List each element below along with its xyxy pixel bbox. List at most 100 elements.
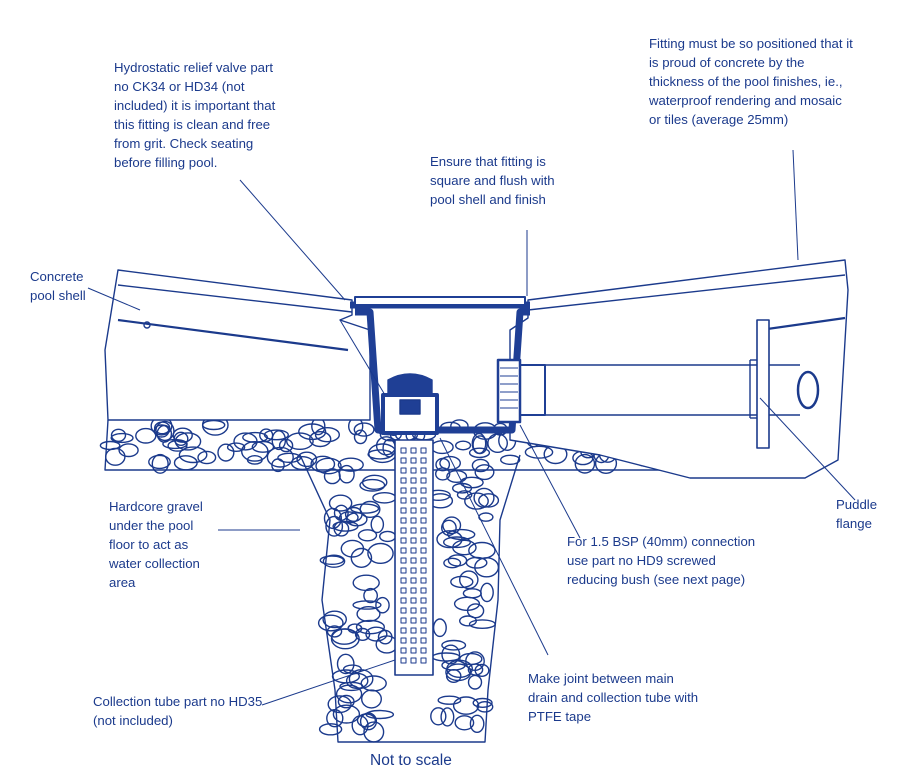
finish-line-right [527, 274, 846, 311]
gravel-stone [468, 619, 496, 629]
gravel-stone [360, 675, 387, 692]
finish-line-left [117, 284, 353, 313]
tube-hole [420, 567, 427, 574]
gravel-stone [472, 435, 488, 455]
gravel-stone [367, 449, 394, 460]
gravel-stone [443, 557, 462, 569]
gravel-stone [317, 614, 344, 632]
gravel-stone [105, 447, 126, 466]
gravel-stone [153, 424, 170, 438]
tube-hole [400, 537, 407, 544]
gravel-stone [500, 454, 521, 465]
tube-hole [400, 607, 407, 614]
rebar-dot-left [143, 321, 151, 329]
gravel-stone [325, 515, 344, 537]
label-line: Hardcore gravel [109, 499, 203, 514]
tube-hole [400, 457, 407, 464]
tube-hole [420, 467, 427, 474]
tube-hole [410, 607, 417, 614]
label-line: area [109, 575, 136, 590]
gravel-stone [310, 455, 336, 473]
gravel-stone [357, 529, 378, 542]
gravel-stone [442, 516, 462, 535]
gravel-stone [474, 464, 495, 481]
gravel-stone [465, 556, 488, 569]
gravel-stone [459, 652, 483, 666]
label-line: use part no HD9 screwed [567, 553, 716, 568]
tube-hole [420, 597, 427, 604]
gravel-stone [331, 669, 360, 684]
gravel-stone [342, 664, 362, 675]
label-line: waterproof rendering and mosaic [649, 93, 842, 108]
tube-hole [420, 587, 427, 594]
gravel-stone [319, 555, 345, 566]
gravel-stone [480, 582, 494, 603]
outlet-pipe-end [796, 370, 820, 410]
gravel-stone [363, 721, 385, 743]
tube-hole [420, 517, 427, 524]
label-line: Concrete [30, 269, 84, 284]
label-line: drain and collection tube with [528, 690, 699, 705]
gravel-stone [350, 503, 380, 514]
label-line: (not included) [93, 713, 173, 728]
tube-hole [410, 647, 417, 654]
gravel-stone [524, 445, 554, 459]
gravel-stone [469, 714, 485, 733]
gravel-stone [450, 575, 474, 589]
tube-hole [400, 507, 407, 514]
tube-hole [400, 547, 407, 554]
label-line: pool shell and finish [430, 192, 546, 207]
gravel-stone [322, 554, 346, 568]
tube-hole [420, 507, 427, 514]
gravel-stone [355, 619, 385, 635]
gravel-stone [356, 606, 381, 623]
tube-holes [400, 447, 427, 664]
gravel-stone [439, 455, 461, 471]
outlet-socket [496, 358, 522, 424]
tube-hole [400, 577, 407, 584]
tube-hole [420, 627, 427, 634]
gravel-stone [447, 528, 476, 541]
gravel-stone [437, 695, 462, 705]
gravel-stone [337, 457, 364, 472]
label-collection-tube: Collection tube part no HD35(not include… [93, 692, 262, 730]
gravel-stone [445, 669, 462, 684]
gravel-stone [359, 500, 381, 519]
tube-hole [400, 467, 407, 474]
gravel-stone [278, 438, 294, 453]
tube-hole [400, 627, 407, 634]
rebar-left [117, 318, 349, 352]
tube-hole [420, 557, 427, 564]
gravel-stone [347, 623, 363, 634]
tube-hole [410, 467, 417, 474]
tube-hole [410, 507, 417, 514]
gravel-stone [296, 451, 318, 468]
gravel-stone [353, 422, 375, 437]
gravel-stone [352, 600, 382, 610]
gravel-stone [435, 457, 451, 472]
tube-hole [400, 637, 407, 644]
tube-hole [400, 527, 407, 534]
gravel-stone [110, 432, 134, 444]
gravel-stone [375, 596, 390, 614]
gravel-stone [314, 427, 340, 443]
tube-hole [410, 567, 417, 574]
tube-hole [420, 487, 427, 494]
tube-hole [420, 547, 427, 554]
gravel-stone [356, 713, 376, 728]
gravel-stone [162, 438, 188, 450]
label-line: Hydrostatic relief valve part [114, 60, 274, 75]
tube-hole [410, 517, 417, 524]
gravel-stone [351, 715, 369, 736]
gravel-stone [474, 557, 500, 578]
tube-hole [420, 537, 427, 544]
tube-hole [420, 657, 427, 664]
gravel-stone [452, 696, 480, 715]
gravel-stone [309, 431, 332, 448]
gravel-stone [464, 492, 489, 510]
leader-lines [87, 149, 856, 706]
tube-hole [400, 447, 407, 454]
